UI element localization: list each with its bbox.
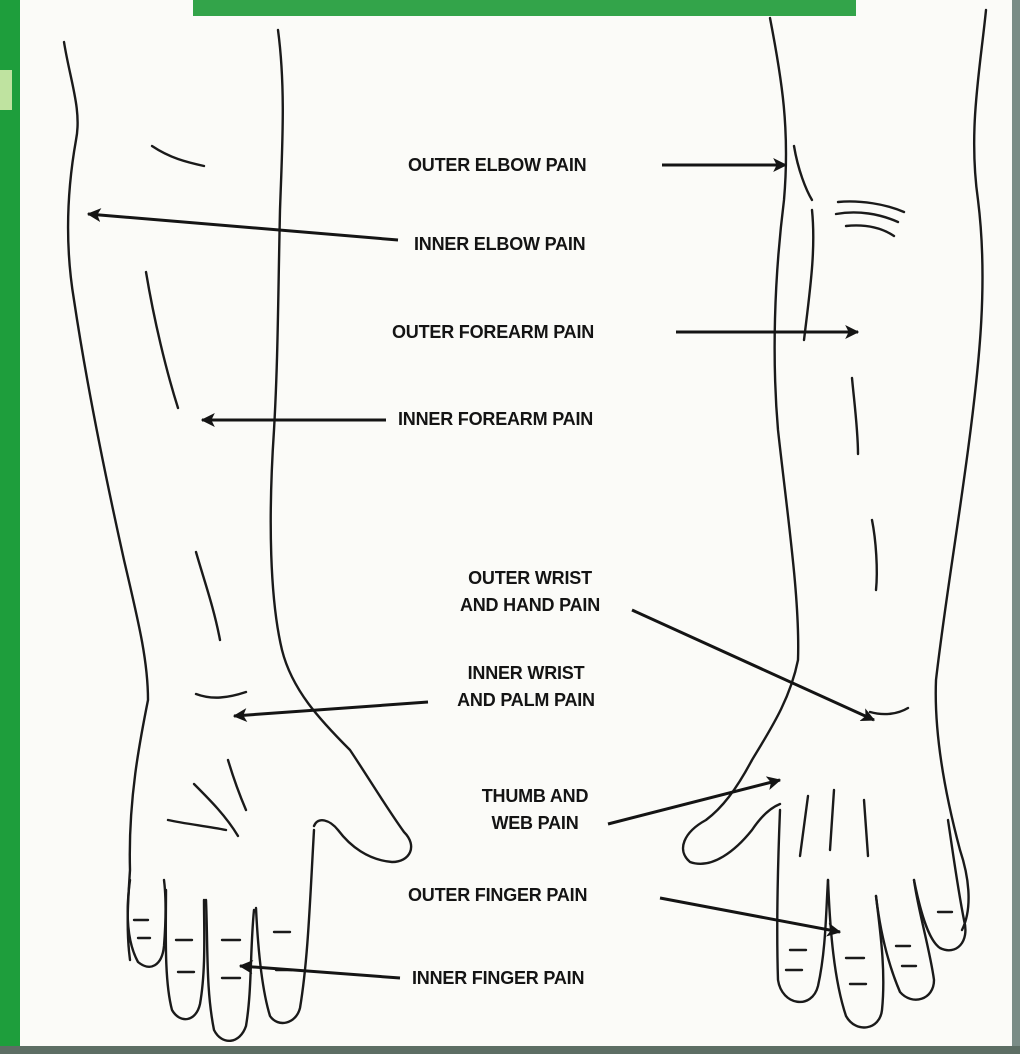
label-line: AND PALM PAIN: [426, 687, 626, 714]
right-finger-joint: [786, 950, 806, 970]
arrow-thumb-web: [608, 780, 780, 824]
right-dark-border: [1012, 0, 1020, 1054]
left-arm-outer-contour: [64, 42, 148, 960]
left-finger-joint: [176, 940, 194, 972]
right-finger-joint: [846, 958, 866, 984]
left-green-border: [0, 0, 20, 1054]
right-elbow-crease-3: [846, 225, 894, 236]
right-knuckle-lines: [800, 790, 868, 856]
label-outer-forearm-pain: OUTER FOREARM PAIN: [392, 319, 594, 346]
left-hand-finger-3: [206, 900, 254, 1041]
right-arm-inner-contour: [683, 18, 798, 864]
arrow-outer-wrist: [632, 610, 874, 720]
left-forearm-line-lower: [196, 552, 220, 640]
arrow-outer-finger: [660, 898, 840, 932]
label-inner-forearm-pain: INNER FOREARM PAIN: [398, 406, 593, 433]
arrow-inner-wrist: [234, 702, 428, 716]
right-forearm-line-3: [872, 520, 877, 590]
label-outer-finger-pain: OUTER FINGER PAIN: [408, 882, 587, 909]
right-hand-finger-2: [828, 880, 883, 1027]
arrow-inner-finger: [240, 966, 400, 978]
label-thumb-web-pain: THUMB AND WEB PAIN: [460, 783, 610, 837]
bottom-dark-border: [0, 1046, 1020, 1054]
label-inner-finger-pain: INNER FINGER PAIN: [412, 965, 584, 992]
left-wrist-crease: [196, 692, 246, 698]
left-palm-crease-3: [168, 820, 226, 830]
right-finger-joint: [896, 946, 916, 966]
left-hand-finger-2: [166, 890, 205, 1019]
label-line: THUMB AND: [460, 783, 610, 810]
label-line: OUTER WRIST: [430, 565, 630, 592]
right-elbow-mark: [794, 146, 812, 200]
left-forearm-line: [146, 272, 178, 408]
left-finger-joint: [222, 940, 240, 978]
right-hand-finger-3: [876, 880, 934, 1000]
right-arm-outer-contour: [936, 10, 986, 930]
left-hand-finger-4: [256, 830, 314, 1023]
label-line: AND HAND PAIN: [430, 592, 630, 619]
label-line: INNER WRIST: [426, 660, 626, 687]
left-hand-finger-1: [128, 880, 166, 967]
label-inner-wrist-palm-pain: INNER WRIST AND PALM PAIN: [426, 660, 626, 714]
top-green-banner: [193, 0, 856, 16]
right-wrist-crease: [870, 708, 908, 714]
right-forearm-line-2: [852, 378, 858, 454]
label-outer-wrist-hand-pain: OUTER WRIST AND HAND PAIN: [430, 565, 630, 619]
left-arm-inner-contour: [271, 30, 411, 862]
right-forearm-line-1: [804, 210, 813, 340]
label-line: WEB PAIN: [460, 810, 610, 837]
right-elbow-crease-2: [836, 212, 898, 222]
left-finger-joint: [134, 920, 150, 938]
right-elbow-crease-1: [838, 201, 904, 212]
label-inner-elbow-pain: INNER ELBOW PAIN: [414, 231, 585, 258]
label-outer-elbow-pain: OUTER ELBOW PAIN: [408, 152, 586, 179]
left-elbow-crease: [152, 146, 204, 166]
left-border-highlight: [0, 70, 12, 110]
left-palm-crease-2: [228, 760, 246, 810]
left-finger-joint: [274, 932, 292, 970]
arrow-inner-elbow: [88, 214, 398, 240]
